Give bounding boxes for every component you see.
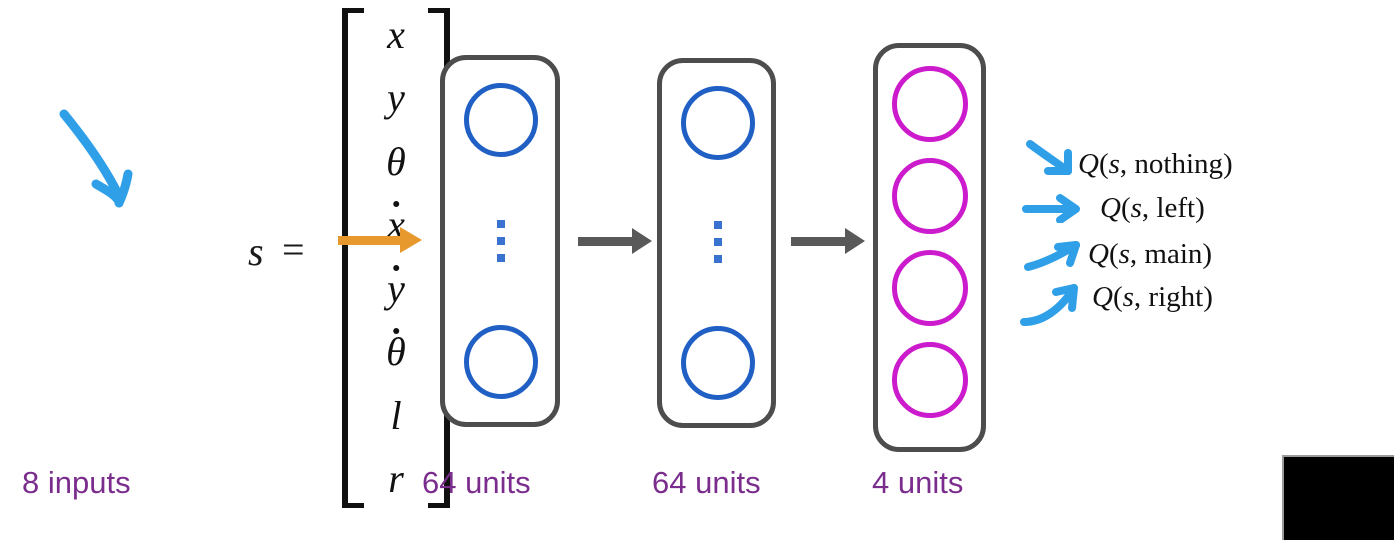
vector-element-y-dot: y — [387, 264, 405, 311]
vector-element-theta-dot: θ — [386, 328, 406, 375]
output-layer-box — [873, 43, 986, 452]
state-vector-group: s = x y θ x y θ l r — [120, 0, 450, 540]
hidden-layer-2-box — [657, 58, 776, 428]
output-arrow-icon — [1020, 280, 1082, 335]
output-arrow-icon — [1024, 237, 1084, 282]
layer-arrow-icon — [791, 228, 865, 254]
vector-element-theta: θ — [386, 138, 406, 184]
q-value-label-main: Q(s, main) — [1088, 238, 1213, 270]
unit-node — [464, 83, 538, 157]
q-value-label-left: Q(s, left) — [1100, 192, 1205, 224]
vector-element-r: r — [388, 455, 404, 501]
output-arrow-icon — [1022, 193, 1084, 228]
output-node — [892, 250, 968, 326]
equals-sign: = — [282, 227, 305, 272]
unit-node — [464, 325, 538, 399]
output-arrow-icon — [1026, 139, 1078, 184]
layer-arrow-icon — [578, 228, 652, 254]
output-node — [892, 342, 968, 418]
output-node — [892, 66, 968, 142]
unit-node — [681, 86, 755, 160]
state-vector-items: x y θ x y θ l r — [364, 8, 428, 508]
caption-inputs: 8 inputs — [22, 465, 131, 500]
q-value-label-right: Q(s, right) — [1092, 281, 1213, 313]
ellipsis-icon — [714, 221, 722, 263]
state-symbol: s — [248, 229, 265, 274]
bracket-left-icon — [342, 8, 364, 508]
ellipsis-icon — [497, 220, 505, 262]
vector-element-y: y — [387, 75, 405, 121]
output-node — [892, 158, 968, 234]
caption-hidden-layer-2: 64 units — [652, 465, 761, 500]
vector-element-l: l — [390, 392, 402, 438]
unit-node — [681, 326, 755, 400]
q-value-label-nothing: Q(s, nothing) — [1078, 148, 1233, 180]
caption-hidden-layer-1: 64 units — [422, 465, 531, 500]
input-arrow-icon — [338, 227, 422, 253]
annotation-arrow-icon — [56, 108, 156, 225]
hidden-layer-1-box — [440, 55, 560, 427]
caption-output-layer: 4 units — [872, 465, 964, 500]
vector-element-x: x — [387, 12, 405, 57]
corner-overlay-block — [1282, 455, 1394, 540]
state-vector-brackets: x y θ x y θ l r — [342, 8, 450, 508]
